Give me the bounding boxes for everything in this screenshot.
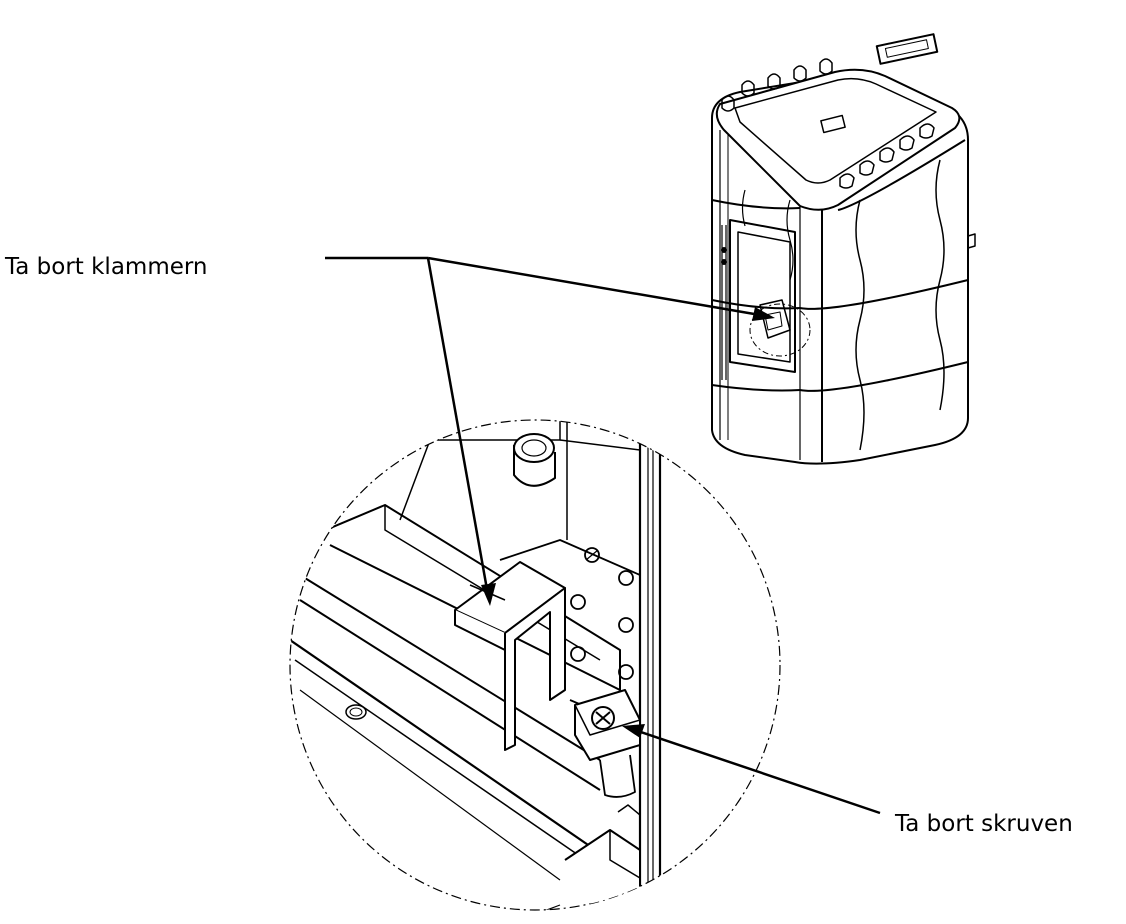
screw-block (574, 689, 641, 798)
zoom-circle (289, 419, 781, 911)
leader-arrows (481, 307, 775, 738)
side-wave (855, 199, 865, 451)
fire-door (729, 219, 796, 373)
arrowhead-clip (481, 583, 496, 606)
burner-box (759, 299, 791, 339)
stove-segment-line (711, 199, 801, 210)
stove-top-inner (734, 77, 937, 184)
cylinder-post (513, 433, 556, 487)
arrowhead-screw (622, 724, 645, 738)
detail-marker (749, 303, 811, 357)
top-vents-left (721, 58, 833, 112)
front-wave (786, 199, 794, 281)
leader-lines (325, 256, 881, 815)
top-vents-right (839, 123, 935, 189)
label-remove-clip: Ta bort klammern (5, 254, 208, 280)
zoom-detail (289, 419, 781, 911)
stove-segment-line (799, 279, 969, 310)
rear-pipe (967, 233, 976, 249)
stove-segment-line (799, 361, 969, 392)
control-panel-icon (875, 33, 939, 65)
label-remove-screw: Ta bort skruven (895, 811, 1073, 837)
diagonal-rail-upper (290, 504, 621, 691)
leader-line-clip-to-stove (427, 256, 761, 317)
arrowhead-stove (752, 307, 775, 321)
clip-bracket (454, 561, 566, 751)
pellet-hatch (820, 114, 846, 134)
stove-segment-line (711, 384, 801, 392)
stove-illustration (711, 33, 976, 465)
side-wave (935, 159, 945, 411)
leader-line-clip-to-detail (426, 257, 490, 596)
stove-segment-line (837, 139, 966, 211)
stove-top-lid (715, 68, 961, 211)
inner-wall (399, 420, 561, 521)
leader-line-screw (634, 728, 881, 815)
